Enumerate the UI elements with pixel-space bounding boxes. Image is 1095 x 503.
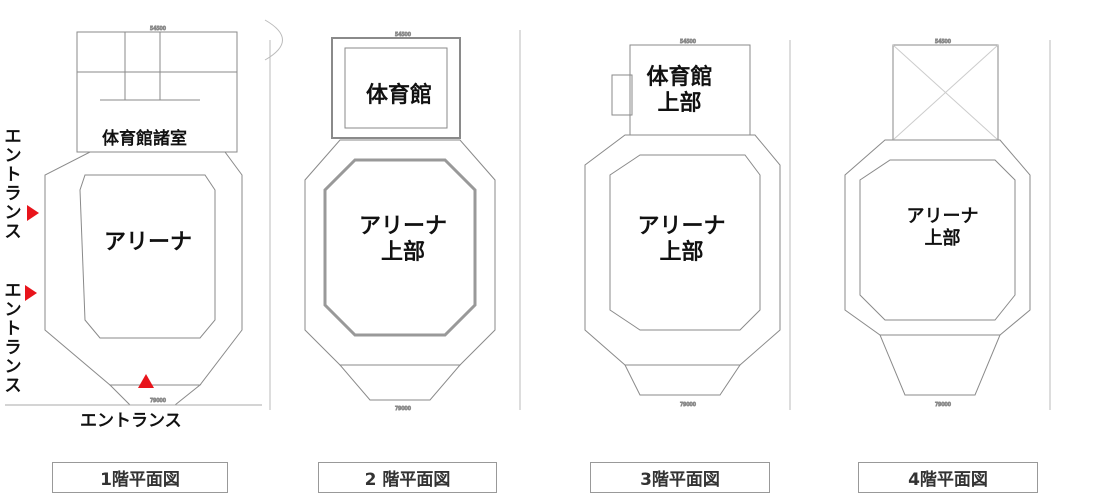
- dimension-top: 54500: [150, 26, 166, 32]
- svg-text:54500: 54500: [935, 39, 951, 45]
- svg-text:54500: 54500: [680, 39, 696, 45]
- entrance-arrow-west-upper: [27, 205, 39, 221]
- label-gym-upper: 体育館 上部: [632, 65, 727, 117]
- arena-seating: [323, 158, 477, 337]
- entrance-arrow-west-lower: [25, 285, 37, 301]
- entrance-arrow-south: [138, 374, 154, 388]
- label-entrance-west-lower: エントランス: [4, 281, 22, 396]
- floor-plan-3: 54500 79000: [584, 39, 791, 410]
- label-arena-upper: アリーナ 上部: [895, 206, 990, 250]
- floor-1-plan-button[interactable]: 1階平面図: [52, 462, 228, 493]
- gym-block: [331, 37, 461, 139]
- label-arena-line2: 上部: [659, 240, 704, 265]
- svg-text:79000: 79000: [395, 406, 411, 412]
- floor-4-plan-button[interactable]: 4階平面図: [858, 462, 1038, 493]
- arena-floor: [79, 174, 216, 339]
- floor-plan-1: 54500 79000: [5, 19, 283, 410]
- label-arena-line2: 上部: [380, 240, 425, 265]
- floor-plan-4: 54500 79000: [844, 39, 1051, 410]
- svg-text:54500: 54500: [395, 32, 411, 38]
- floor-3-plan-button[interactable]: 3階平面図: [590, 462, 770, 493]
- floor-2-plan-button[interactable]: 2 階平面図: [318, 462, 497, 493]
- label-arena-upper: アリーナ 上部: [358, 214, 448, 266]
- label-gym-line1: 体育館: [646, 65, 713, 90]
- floor-plan-2: 54500 79000: [304, 30, 521, 413]
- label-arena-line2: 上部: [924, 228, 961, 249]
- label-arena-line1: アリーナ: [358, 214, 447, 239]
- label-arena-line1: アリーナ: [906, 206, 979, 227]
- label-arena-upper: アリーナ 上部: [634, 214, 729, 266]
- svg-text:79000: 79000: [935, 402, 951, 408]
- label-gym: 体育館: [366, 83, 433, 108]
- label-entrance-west-upper: エントランス: [4, 127, 22, 242]
- label-gym-rooms: 体育館諸室: [102, 129, 187, 149]
- label-gym-line2: 上部: [657, 91, 702, 116]
- svg-text:79000: 79000: [680, 402, 696, 408]
- label-arena: アリーナ: [104, 230, 193, 255]
- label-entrance-south: エントランス: [80, 411, 182, 431]
- label-arena-line1: アリーナ: [637, 214, 726, 239]
- dimension-bottom: 79000: [150, 398, 166, 404]
